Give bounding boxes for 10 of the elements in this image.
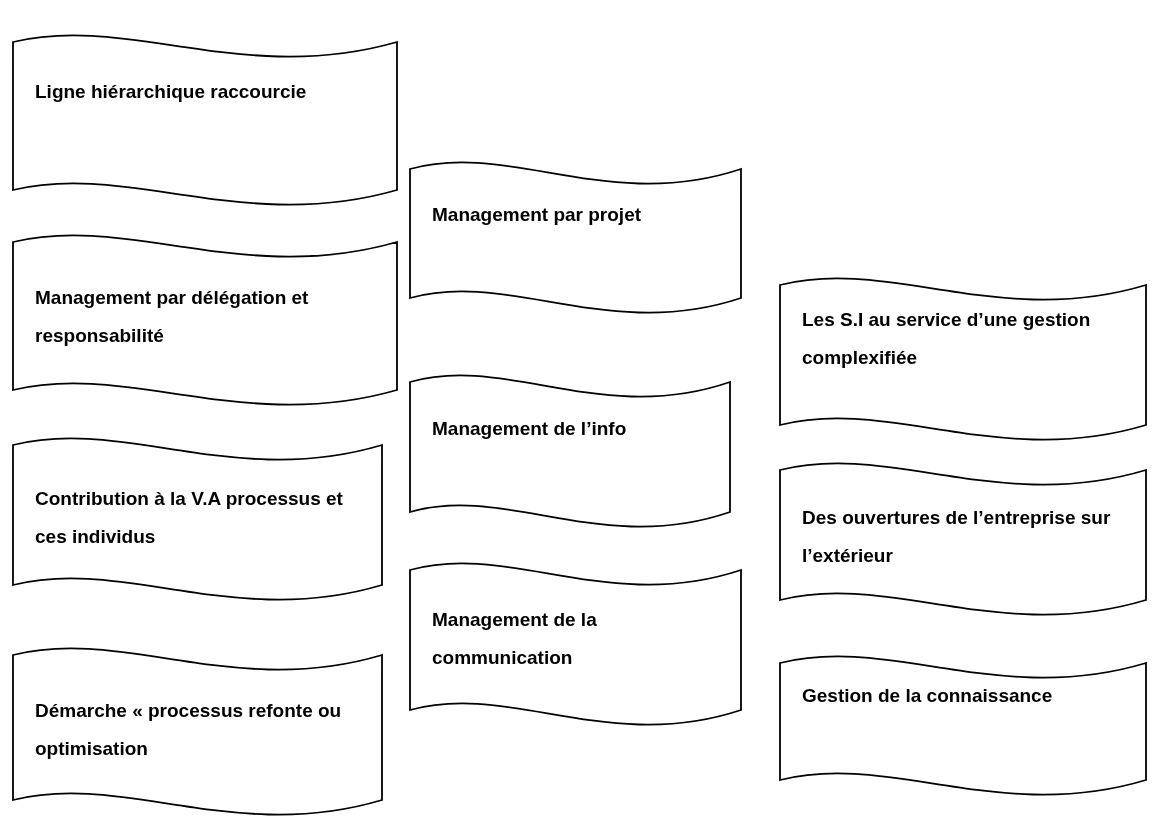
- banner-text: Les S.I au service d’une gestion complexifiée: [802, 308, 1092, 370]
- banner-text: Démarche « processus refonte ou optimisation: [35, 699, 343, 761]
- banner-text: Management par délégation et responsabilité: [35, 286, 310, 348]
- banner-text: Management de l’info: [432, 417, 628, 441]
- banner-text: Management de la communication: [432, 608, 598, 670]
- banner-text: Des ouvertures de l’entreprise sur l’extérieur: [802, 506, 1112, 568]
- banner-text: Management par projet: [432, 203, 643, 227]
- banner-text: Contribution à la V.A processus et ces individus: [35, 487, 344, 549]
- banner-text: Ligne hiérarchique raccourcie: [35, 80, 308, 104]
- banner-text: Gestion de la connaissance: [802, 684, 1054, 708]
